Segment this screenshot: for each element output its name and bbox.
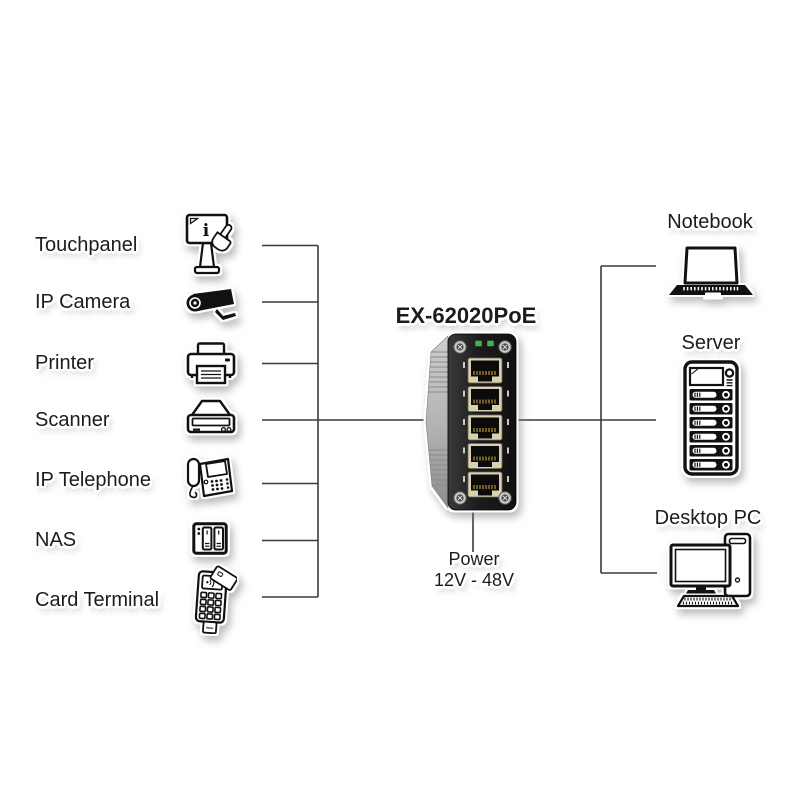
label-printer: Printer (35, 352, 94, 374)
label-nas: NAS (35, 529, 77, 551)
poe-switch-image (420, 330, 520, 514)
switch-ports (463, 357, 509, 498)
label-server: Server (681, 332, 741, 354)
scanner-icon (186, 399, 236, 434)
label-touchpanel: Touchpanel (35, 234, 138, 256)
label-ip-telephone: IP Telephone (35, 469, 152, 491)
scanner-item (185, 398, 237, 440)
printer-item (185, 341, 237, 387)
label-scanner: Scanner (35, 409, 110, 431)
touchpanel-icon: i (185, 213, 233, 275)
power-label-line2: 12V - 48V (433, 570, 515, 590)
server-icon (683, 360, 739, 476)
svg-text:i: i (203, 221, 210, 241)
server-item (683, 360, 739, 476)
desktop-pc-item (664, 532, 754, 610)
nas-icon (192, 522, 228, 555)
notebook-icon (669, 246, 753, 298)
card-terminal-icon (194, 565, 237, 634)
label-notebook: Notebook (667, 211, 753, 233)
poe-switch-graphic (425, 333, 517, 511)
power-label: Power 12V - 48V (414, 549, 534, 591)
power-label-line1: Power (448, 549, 500, 569)
ip-camera-item (183, 287, 237, 321)
card-terminal-item (191, 562, 237, 634)
ip-camera-icon (186, 289, 236, 320)
label-desktop-pc: Desktop PC (654, 507, 762, 529)
ip-telephone-icon (186, 457, 234, 499)
label-card-terminal: Card Terminal (35, 589, 160, 611)
touchpanel-item: i (184, 212, 236, 280)
switch-model-title: EX-62020PoE (395, 303, 537, 328)
label-ip-camera: IP Camera (35, 291, 131, 313)
nas-item (192, 522, 228, 555)
printer-icon (186, 342, 236, 385)
ip-telephone-item (184, 455, 234, 503)
switch-screws (453, 340, 512, 505)
desktop-pc-icon (669, 532, 752, 608)
notebook-item (669, 245, 753, 301)
